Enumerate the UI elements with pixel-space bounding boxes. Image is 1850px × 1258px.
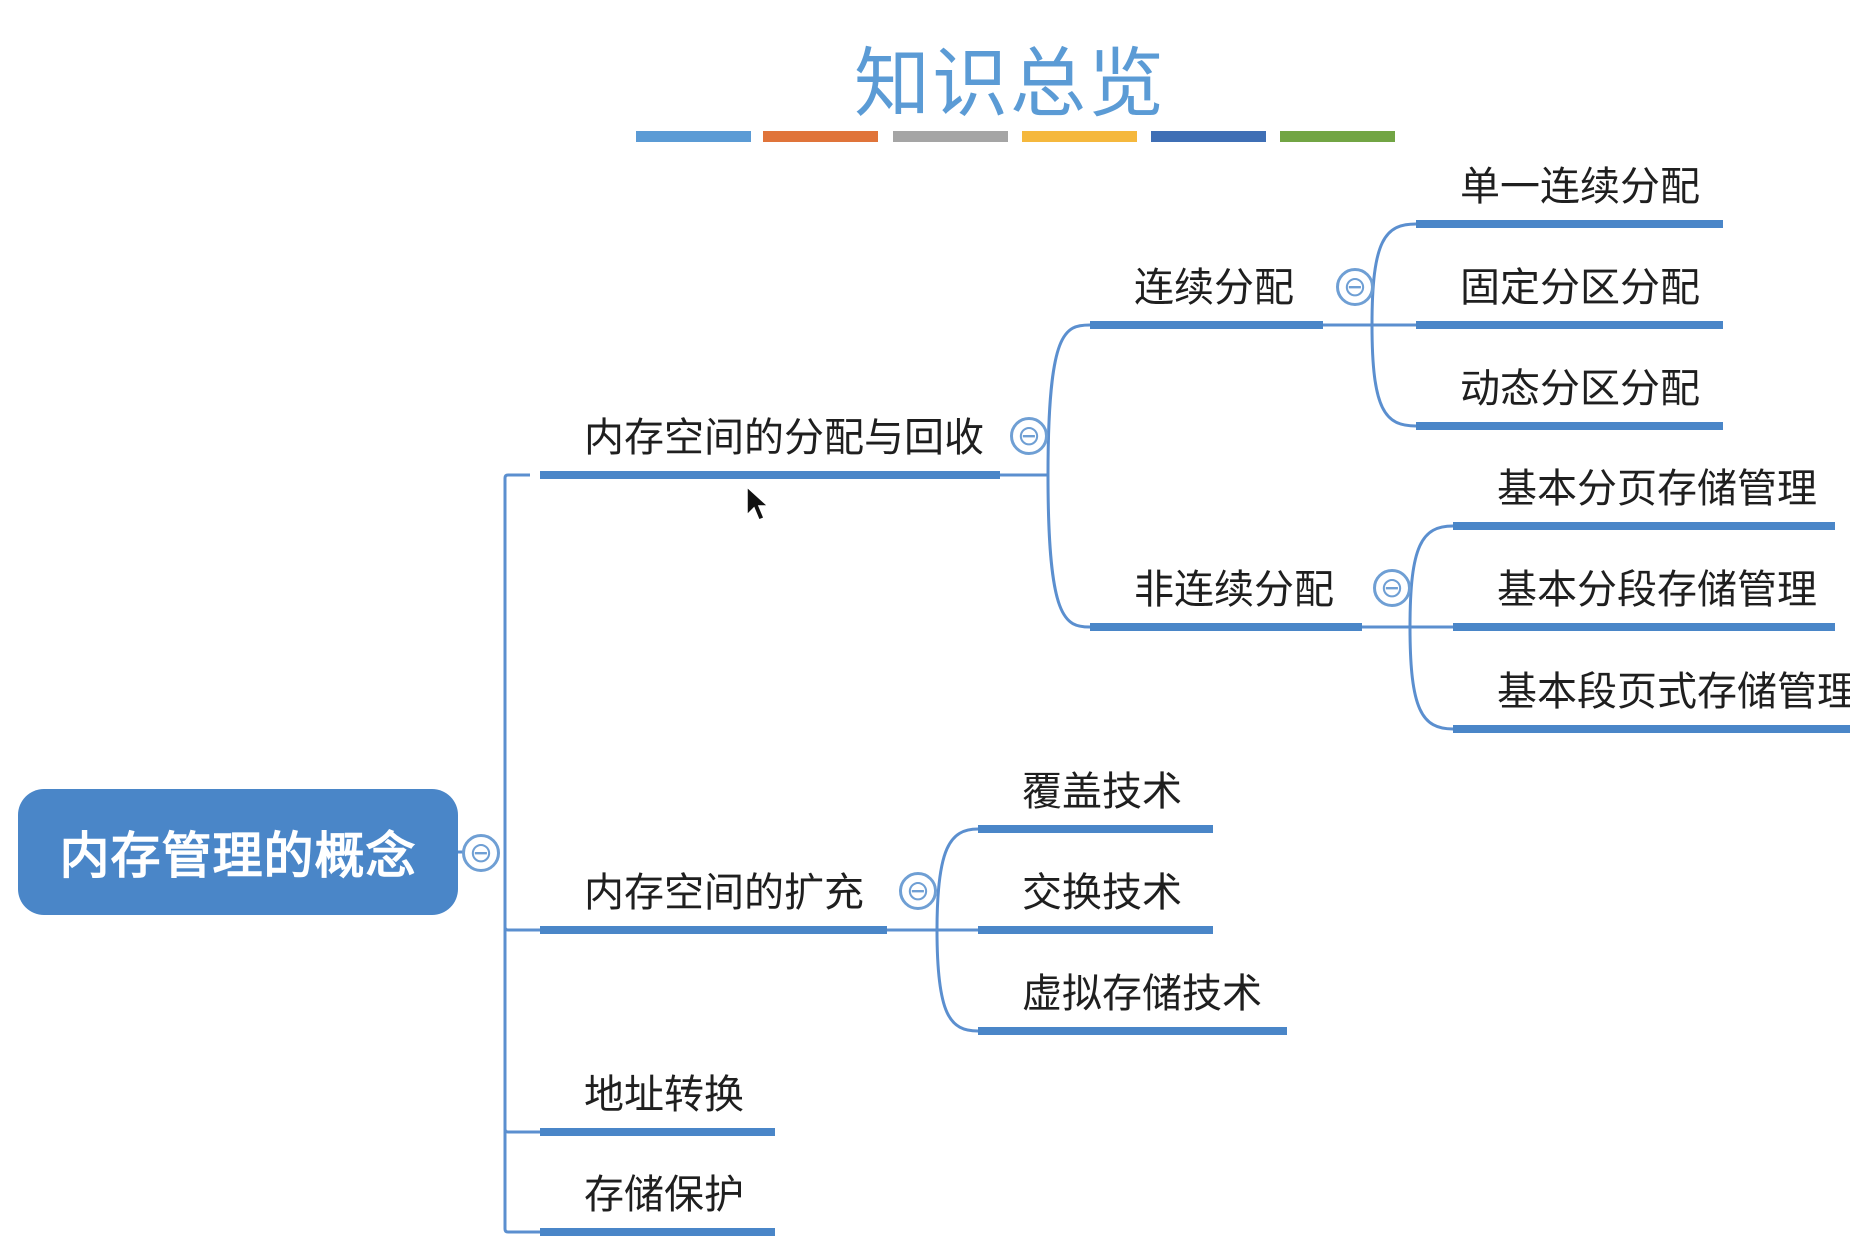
connector-noncont-3 xyxy=(1408,626,1454,731)
node-cont-fixed[interactable]: 固定分区分配 xyxy=(1460,265,1700,311)
page-title: 知识总览 xyxy=(854,39,1166,128)
collapse-icon: ⊖ xyxy=(1380,571,1404,604)
collapse-icon: ⊖ xyxy=(1343,270,1367,303)
connectors xyxy=(458,222,1454,1234)
node-expand[interactable]: 内存空间的扩充 xyxy=(584,870,864,916)
connector-expand-3 xyxy=(935,929,979,1033)
collapse-icon: ⊖ xyxy=(469,836,493,869)
connector-expand xyxy=(503,926,540,932)
color-bar-2 xyxy=(763,131,878,142)
node-cont-single[interactable]: 单一连续分配 xyxy=(1460,164,1700,210)
root-node-label: 内存管理的概念 xyxy=(59,827,417,885)
node-protect[interactable]: 存储保护 xyxy=(584,1172,744,1218)
node-expand-overlay[interactable]: 覆盖技术 xyxy=(1022,769,1182,815)
color-bar-4 xyxy=(1022,131,1137,142)
root-node[interactable]: 内存管理的概念 xyxy=(18,789,458,915)
connector-expand-1 xyxy=(935,827,979,931)
collapse-icon: ⊖ xyxy=(906,874,930,907)
node-noncontiguous[interactable]: 非连续分配 xyxy=(1134,567,1334,613)
connector-address xyxy=(503,1128,540,1134)
node-noncont-paging[interactable]: 基本分页存储管理 xyxy=(1497,466,1817,512)
connector-contiguous xyxy=(1046,323,1091,476)
collapse-noncontiguous-button[interactable]: ⊖ xyxy=(1373,569,1411,607)
color-bar-6 xyxy=(1280,131,1395,142)
connector-cont-1 xyxy=(1370,222,1417,326)
node-address[interactable]: 地址转换 xyxy=(584,1072,744,1118)
node-cont-dynamic[interactable]: 动态分区分配 xyxy=(1460,366,1700,412)
color-bar-1 xyxy=(636,131,751,142)
collapse-contiguous-button[interactable]: ⊖ xyxy=(1336,268,1374,306)
color-bar-3 xyxy=(893,131,1008,142)
node-expand-virtual[interactable]: 虚拟存储技术 xyxy=(1022,971,1262,1017)
mouse-cursor-icon xyxy=(746,485,770,521)
color-bar-5 xyxy=(1151,131,1266,142)
node-contiguous[interactable]: 连续分配 xyxy=(1134,265,1294,311)
connector-noncontiguous xyxy=(1046,474,1091,629)
title-color-bar xyxy=(636,131,1395,142)
collapse-root-button[interactable]: ⊖ xyxy=(462,834,500,872)
underlines xyxy=(540,220,1850,1236)
node-noncont-segpage[interactable]: 基本段页式存储管理 xyxy=(1497,669,1850,715)
collapse-icon: ⊖ xyxy=(1017,419,1041,452)
connector-cont-3 xyxy=(1370,324,1417,428)
node-expand-swap[interactable]: 交换技术 xyxy=(1022,870,1182,916)
connector-noncont-1 xyxy=(1408,524,1454,628)
node-alloc[interactable]: 内存空间的分配与回收 xyxy=(584,415,984,461)
connector-trunk xyxy=(503,473,540,1234)
collapse-alloc-button[interactable]: ⊖ xyxy=(1010,417,1048,455)
collapse-expand-button[interactable]: ⊖ xyxy=(899,872,937,910)
node-noncont-segment[interactable]: 基本分段存储管理 xyxy=(1497,567,1817,613)
